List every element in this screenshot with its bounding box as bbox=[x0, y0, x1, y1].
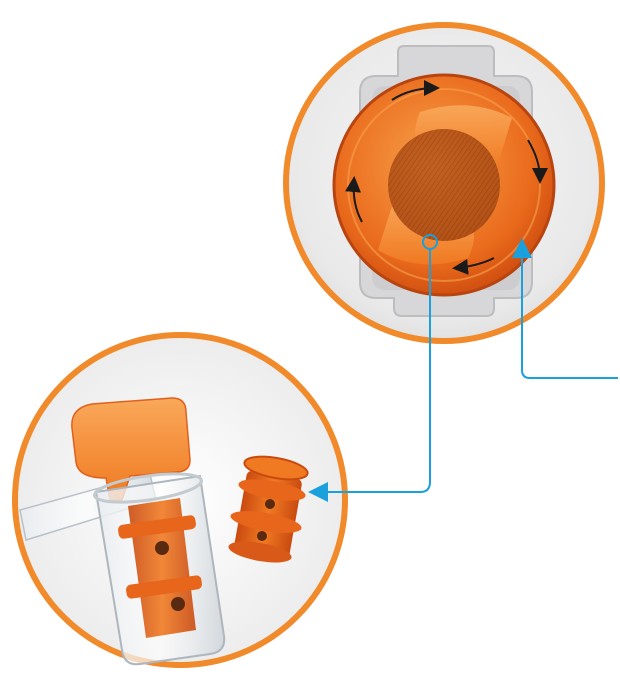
disc-connector-arrow bbox=[512, 238, 618, 379]
top-detail-circle bbox=[283, 22, 605, 344]
orange-flag-tab bbox=[71, 397, 191, 501]
pin-connector-arrow bbox=[308, 249, 431, 502]
bottom-detail-circle bbox=[12, 332, 348, 668]
rotation-arrows bbox=[345, 80, 548, 275]
connector-lines bbox=[308, 238, 618, 502]
loose-locking-pin bbox=[228, 455, 309, 563]
